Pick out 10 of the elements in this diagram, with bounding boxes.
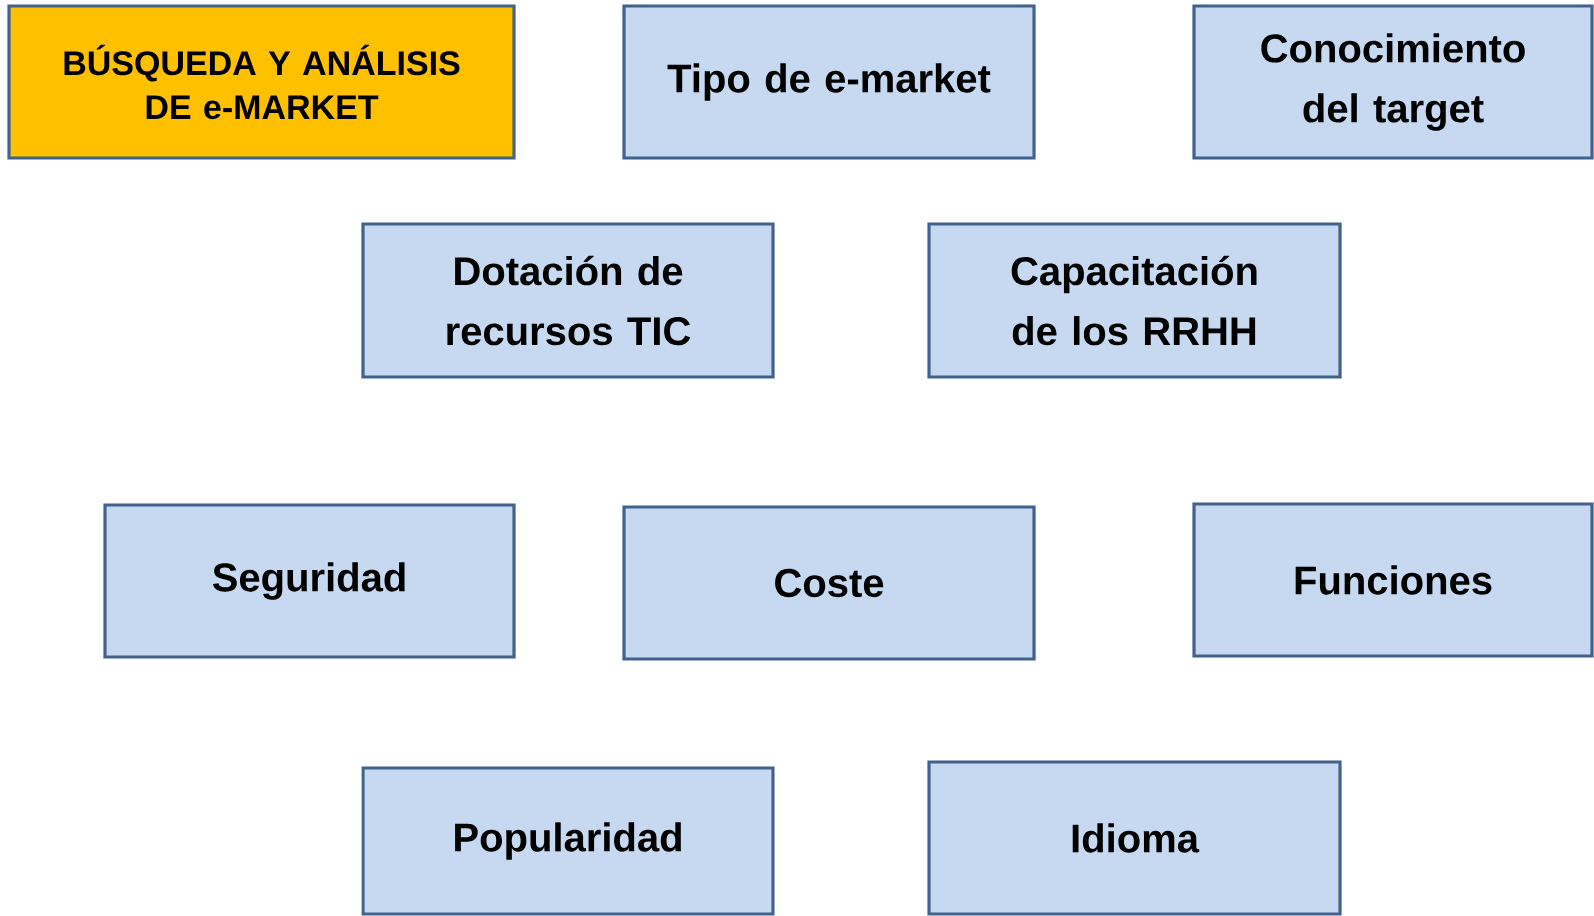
- process-box: Capacitación de los RRHH: [927, 222, 1342, 379]
- process-box: Tipo de e-market: [622, 4, 1036, 160]
- process-box: Coste: [622, 505, 1036, 661]
- process-box: Idioma: [927, 760, 1342, 916]
- title-box: BÚSQUEDA Y ANÁLISIS DE e-MARKET: [7, 4, 516, 160]
- process-box: Seguridad: [103, 503, 516, 659]
- process-box: Dotación de recursos TIC: [361, 222, 775, 379]
- process-box: Conocimiento del target: [1192, 4, 1594, 160]
- process-box: Funciones: [1192, 502, 1594, 658]
- process-box: Popularidad: [361, 766, 775, 916]
